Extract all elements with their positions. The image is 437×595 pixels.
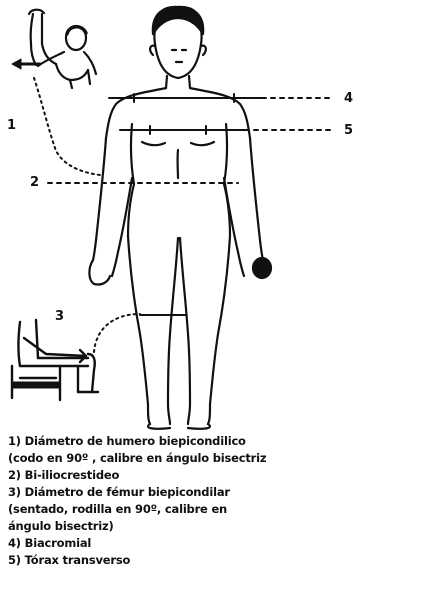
legend-line: ángulo bisectriz) — [8, 518, 433, 535]
measurement-legend: 1) Diámetro de humero biepicondilico (co… — [8, 433, 433, 569]
callout-path-3 — [94, 314, 140, 352]
callout-label-3: 3 — [55, 310, 64, 323]
seated-inset-drawing — [12, 320, 98, 400]
anthropometry-figure — [0, 0, 437, 430]
elbow-inset-drawing — [12, 10, 96, 88]
legend-line: 2) Bi-iliocrestideo — [8, 467, 433, 484]
standing-figure — [89, 7, 271, 429]
legend-line: (sentado, rodilla en 90º, calibre en — [8, 501, 433, 518]
legend-line: 1) Diámetro de humero biepicondilico — [8, 433, 433, 450]
legend-line: 5) Tórax transverso — [8, 552, 433, 569]
callout-label-2: 2 — [30, 176, 39, 189]
legend-line: 4) Biacromial — [8, 535, 433, 552]
legend-line: (codo en 90º , calibre en ángulo bisectr… — [8, 450, 433, 467]
callout-label-5: 5 — [344, 124, 353, 137]
callout-path-1 — [34, 78, 100, 175]
callout-label-4: 4 — [344, 92, 353, 105]
legend-line: 3) Diámetro de fémur biepicondilar — [8, 484, 433, 501]
callout-label-1: 1 — [7, 119, 16, 132]
